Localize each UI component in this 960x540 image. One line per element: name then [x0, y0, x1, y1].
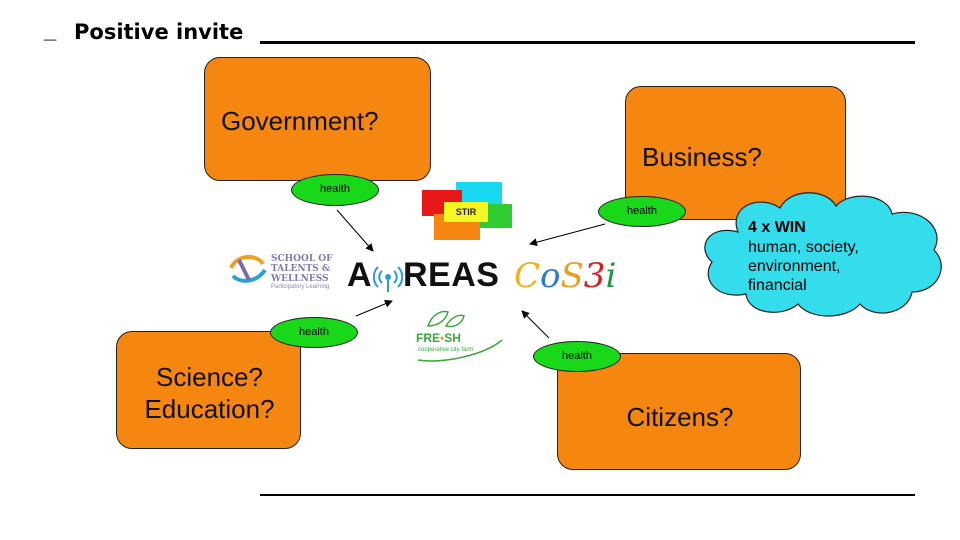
cosi-3: 3 [583, 256, 606, 296]
cloud-line-2: environment, [748, 258, 841, 275]
stir-label: STIR [444, 202, 488, 222]
areas-logo-a: A [347, 256, 373, 294]
cloud-line-3: financial [748, 277, 807, 294]
citizens-label: Citizens? [626, 402, 734, 432]
school-line-1: SCHOOL OF [271, 254, 333, 264]
business-label: Business? [642, 142, 762, 172]
education-label: Education? [144, 394, 275, 424]
school-line-2: TALENTS & [271, 264, 331, 274]
government-box: Government? [204, 57, 431, 181]
health-pill-science: health [270, 317, 358, 348]
arrow-business [529, 223, 606, 247]
fresh-logo-leaves [417, 310, 503, 362]
health-pill-business: health [598, 196, 686, 227]
bottom-rule [260, 494, 915, 496]
arrow-science [355, 300, 393, 317]
health-pill-government: health [291, 174, 379, 206]
health-pill-citizens: health [533, 341, 621, 372]
fresh-subtitle: cooperative city farm [418, 347, 474, 353]
arrow-government [336, 209, 374, 252]
signal-icon [373, 266, 403, 292]
cosi-c: C [514, 256, 541, 296]
school-line-3: WELLNESS [271, 274, 329, 284]
title-dash: _ [44, 18, 57, 43]
stir-logo: STIR [416, 178, 516, 242]
science-label: Science? [156, 362, 263, 392]
arrow-citizens [521, 310, 550, 339]
fresh-text-a: FRE [416, 331, 440, 345]
areas-logo-rest: REAS [403, 256, 500, 294]
win-cloud-shape [704, 192, 942, 317]
cloud-line-1: human, society, [748, 239, 859, 256]
fresh-text-b: SH [444, 331, 461, 345]
cloud-title: 4 x WIN [748, 219, 806, 236]
page-title: Positive invite [74, 20, 244, 44]
school-logo-icon [229, 255, 267, 283]
cosi-logo: CoS3i [514, 256, 616, 296]
cosi-i: i [605, 256, 617, 296]
fresh-logo-text: FRE•SH [416, 331, 461, 345]
science-education-box: Science? Education? [116, 331, 301, 449]
school-subtitle: Participatory Learning [271, 284, 330, 290]
citizens-box: Citizens? [557, 353, 801, 470]
top-rule [260, 41, 915, 44]
cosi-o: o [540, 256, 561, 296]
government-label: Government? [221, 106, 379, 136]
cosi-s: S [560, 256, 584, 296]
